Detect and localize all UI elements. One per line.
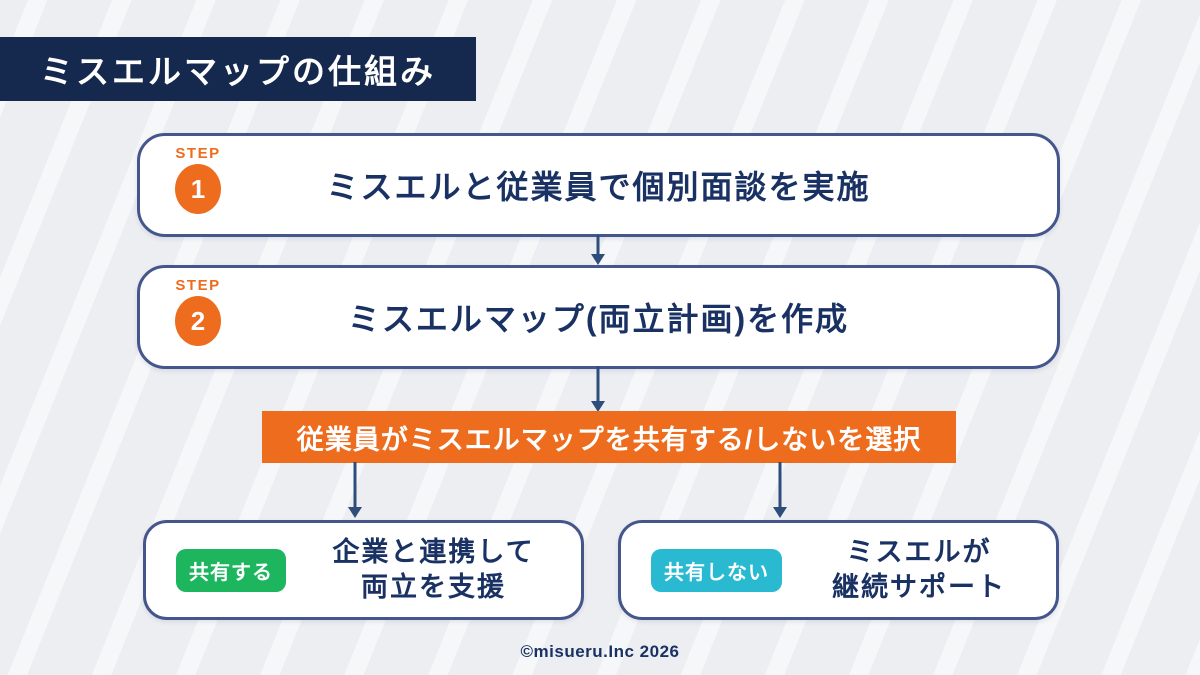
step-number-circle: 2 (175, 296, 221, 346)
arrow-down-icon (348, 462, 362, 518)
title-banner: ミスエルマップの仕組み (0, 37, 476, 101)
step-number-circle: 1 (175, 164, 221, 214)
arrow-down-icon (773, 462, 787, 518)
outcome-noshare-box: 共有しない ミスエルが 継続サポート (618, 520, 1059, 620)
outcome-share-line2: 両立を支援 (361, 572, 506, 602)
copyright-text: ©misueru.Inc 2026 (520, 642, 680, 661)
outcome-share-box: 共有する 企業と連携して 両立を支援 (143, 520, 584, 620)
arrow-down-icon (591, 366, 605, 412)
arrow-down-icon (591, 235, 605, 265)
outcome-noshare-line2: 継続サポート (832, 572, 1006, 602)
page-title: ミスエルマップの仕組み (40, 53, 436, 90)
decision-banner: 従業員がミスエルマップを共有する/しないを選択 (262, 411, 956, 463)
step-label: STEP (175, 145, 221, 162)
step-1-badge: STEP 1 (167, 145, 229, 214)
step-2-text: ミスエルマップ(両立計画)を作成 (347, 301, 850, 337)
outcome-share-text: 企業と連携して 両立を支援 (286, 535, 581, 605)
step-2-box: STEP 2 ミスエルマップ(両立計画)を作成 (137, 265, 1060, 369)
step-2-badge: STEP 2 (167, 277, 229, 346)
share-badge: 共有する (176, 548, 286, 592)
outcome-noshare-line1: ミスエルが (846, 536, 992, 567)
outcome-share-line1: 企業と連携して (332, 536, 535, 567)
step-1-box: STEP 1 ミスエルと従業員で個別面談を実施 (137, 133, 1060, 237)
step-label: STEP (175, 277, 221, 294)
outcome-noshare-text: ミスエルが 継続サポート (782, 535, 1056, 605)
step-1-text: ミスエルと従業員で個別面談を実施 (326, 169, 871, 205)
noshare-badge: 共有しない (651, 548, 782, 592)
